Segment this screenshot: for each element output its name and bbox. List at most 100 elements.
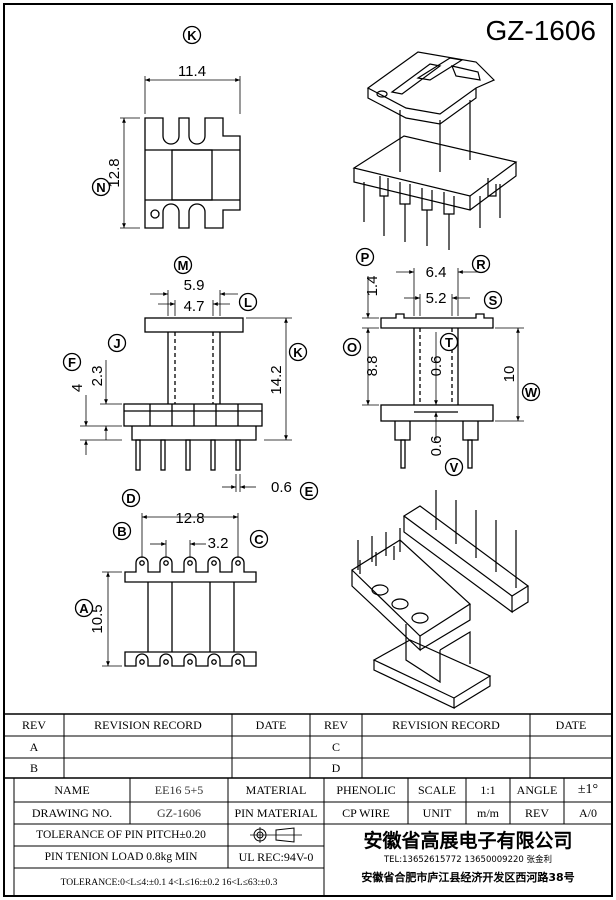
front-base: [123, 403, 263, 427]
top-view: [120, 76, 241, 229]
revision-record-header-2: REVISION RECORD: [392, 717, 500, 732]
unit-label: UNIT: [422, 805, 452, 820]
dim-side-p: 1.4: [364, 276, 381, 297]
rev-header-2: REV: [324, 717, 348, 732]
ul-rec: UL REC:94V-0: [238, 849, 314, 864]
svg-text:D: D: [126, 491, 135, 506]
svg-text:S: S: [489, 293, 498, 308]
rev-b: B: [29, 760, 38, 775]
rev-d: D: [331, 760, 341, 775]
svg-text:R: R: [476, 257, 486, 272]
dim-pin-width: 0.6: [271, 479, 292, 496]
dim-side-s: 5.2: [426, 290, 447, 307]
svg-text:F: F: [68, 355, 76, 370]
bottom-view: [102, 513, 257, 667]
bottom-bottom-flange: [124, 651, 257, 667]
dim-side-w: 10: [501, 366, 518, 383]
dim-top-width: 11.4: [178, 63, 206, 80]
drawing-no-value: GZ-1606: [157, 805, 201, 820]
projection-symbol-icon: [250, 827, 302, 843]
dim-front-l: 4.7: [184, 298, 205, 315]
tolerance-ranges: TOLERANCE:0<L≤4:±0.1 4<L≤16:±0.2 16<L≤63…: [60, 876, 278, 888]
svg-text:V: V: [450, 460, 459, 475]
side-view: [362, 268, 524, 469]
dim-side-t: 0.6: [428, 356, 445, 377]
front-top-flange: [144, 317, 244, 333]
front-view: [80, 290, 292, 492]
callout-c: C: [249, 529, 269, 549]
revision-record-header-1: REVISION RECORD: [94, 717, 202, 732]
date-header-2: DATE: [555, 717, 587, 732]
drawing-id-label: GZ-1606: [486, 15, 597, 46]
callout-b: B: [112, 521, 132, 541]
svg-text:O: O: [347, 340, 357, 355]
side-top-flange: [380, 313, 494, 329]
scale-value: 1:1: [480, 782, 496, 797]
svg-text:J: J: [113, 336, 120, 351]
dim-side-o: 8.8: [364, 356, 381, 377]
front-pins: [135, 439, 241, 471]
top-view-outline: [144, 117, 241, 229]
angle-label: ANGLE: [516, 782, 558, 797]
pin-tension: PIN TENION LOAD 0.8kg MIN: [44, 851, 198, 863]
callout-j: J: [107, 333, 127, 353]
callout-d: D: [121, 488, 141, 508]
rev-label: REV: [525, 805, 549, 820]
top-view-core-window: [171, 149, 213, 201]
callout-n: N: [91, 177, 111, 197]
pin1-marker: [150, 209, 160, 219]
svg-text:P: P: [361, 250, 370, 265]
isometric-view-bottom: [351, 490, 530, 709]
callout-e: E: [299, 481, 319, 501]
table-grid: [4, 713, 612, 896]
company-address: 安徽省合肥市庐江县经济开发区西河路38号: [361, 871, 575, 884]
callout-v: V: [444, 457, 464, 477]
callout-r: R: [471, 254, 491, 274]
projection-symbol: [228, 824, 324, 846]
dim-top-height: 12.8: [106, 158, 123, 187]
angle-value: ±1°: [577, 782, 599, 797]
pin-material-value: CP WIRE: [342, 805, 390, 820]
svg-text:K: K: [187, 28, 197, 43]
company-name: 安徽省高展电子有限公司: [363, 829, 573, 852]
callout-m: M: [173, 255, 193, 275]
rev-c: C: [331, 739, 340, 754]
dim-side-r: 6.4: [426, 264, 447, 281]
callout-a: A: [74, 598, 94, 618]
company-tel: TEL:13652615772 13650009220 张金利: [383, 855, 553, 865]
dim-bottom-a: 10.5: [89, 604, 106, 633]
unit-value: m/m: [476, 805, 499, 820]
svg-text:L: L: [244, 295, 252, 310]
material-value: PHENOLIC: [336, 782, 396, 797]
svg-text:M: M: [178, 258, 189, 273]
callout-o: O: [342, 337, 362, 357]
callout-k-front: K: [288, 342, 308, 362]
dim-front-f: 4: [69, 384, 86, 392]
callout-k-top: K: [182, 25, 202, 45]
dim-front-k: 14.2: [268, 365, 285, 394]
name-label: NAME: [54, 782, 90, 797]
callout-s: S: [483, 290, 503, 310]
svg-text:K: K: [293, 345, 303, 360]
scale-label: SCALE: [417, 782, 456, 797]
svg-text:N: N: [96, 180, 105, 195]
dim-bottom-c: 3.2: [208, 535, 229, 552]
rev-value: A/0: [579, 805, 597, 820]
dim-front-j: 2.3: [89, 366, 106, 387]
svg-text:A: A: [79, 601, 89, 616]
tolerance-pitch: TOLERANCE OF PIN PITCH±0.20: [36, 829, 206, 841]
svg-text:E: E: [305, 484, 314, 499]
side-base: [380, 404, 494, 422]
callout-t: T: [439, 332, 459, 352]
bottom-top-flange: [124, 556, 257, 583]
svg-text:W: W: [525, 385, 538, 400]
drawing-no-label: DRAWING NO.: [31, 805, 113, 820]
callout-w: W: [521, 382, 541, 402]
callout-p: P: [355, 247, 375, 267]
pin-material-label: PIN MATERIAL: [234, 805, 318, 820]
rev-a: A: [29, 739, 39, 754]
rev-header-1: REV: [22, 717, 46, 732]
dim-front-m: 5.9: [184, 277, 205, 294]
date-header-1: DATE: [255, 717, 287, 732]
